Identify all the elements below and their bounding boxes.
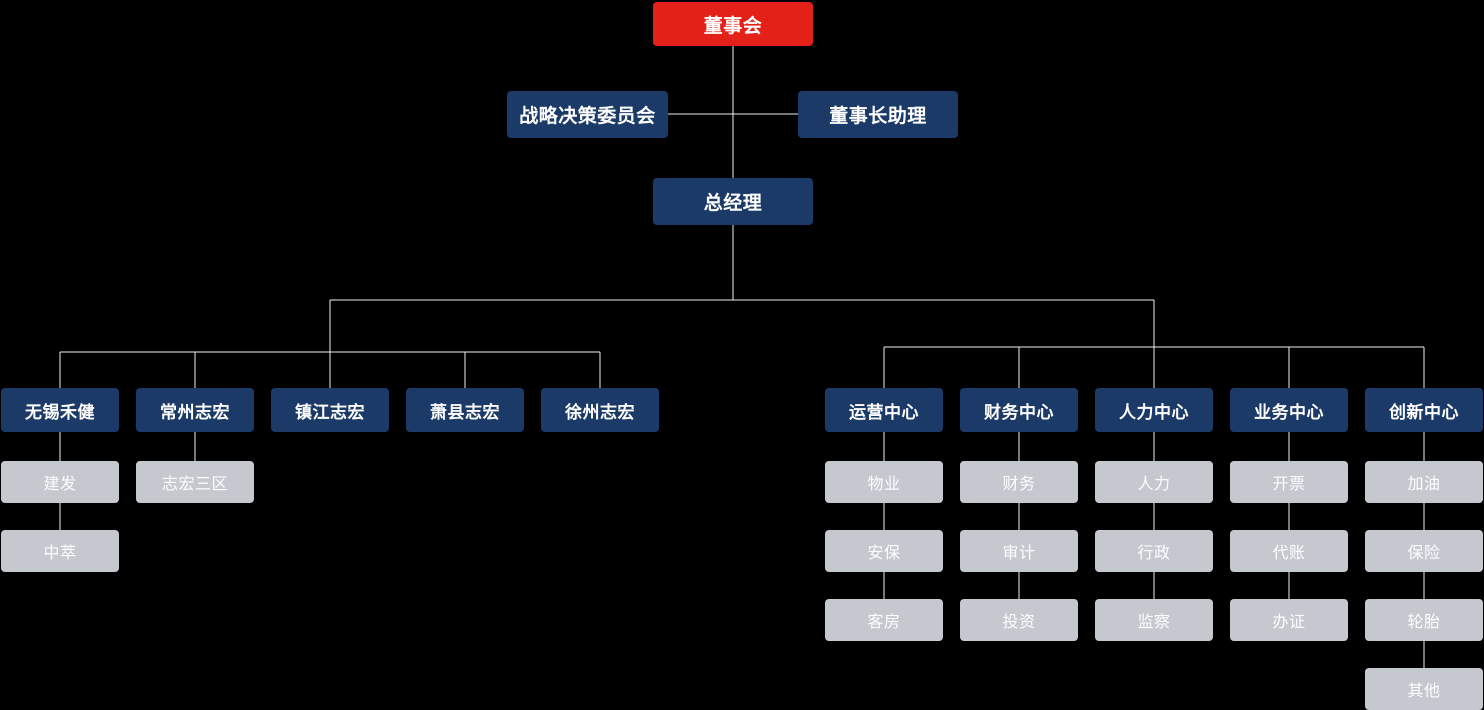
sub-node-right-1-2: 投资 (960, 599, 1078, 641)
dept-node-left-2: 镇江志宏 (271, 388, 389, 432)
dept-node-left-1: 常州志宏 (136, 388, 254, 432)
sub-node-right-2-2: 监察 (1095, 599, 1213, 641)
dept-node-right-0: 运营中心 (825, 388, 943, 432)
sub-node-right-3-2: 办证 (1230, 599, 1348, 641)
dept-node-right-2: 人力中心 (1095, 388, 1213, 432)
org-node-strategy-committee: 战略决策委员会 (507, 91, 668, 138)
sub-node-right-0-2: 客房 (825, 599, 943, 641)
sub-node-right-2-1: 行政 (1095, 530, 1213, 572)
sub-node-right-0-0: 物业 (825, 461, 943, 503)
org-node-chairman-assistant: 董事长助理 (798, 91, 958, 138)
dept-node-left-0: 无锡禾健 (1, 388, 119, 432)
sub-node-right-4-1: 保险 (1365, 530, 1483, 572)
sub-node-right-1-1: 审计 (960, 530, 1078, 572)
sub-node-right-3-0: 开票 (1230, 461, 1348, 503)
sub-node-right-2-0: 人力 (1095, 461, 1213, 503)
sub-node-left-1-0: 志宏三区 (136, 461, 254, 503)
dept-node-right-3: 业务中心 (1230, 388, 1348, 432)
org-node-board: 董事会 (653, 2, 813, 46)
sub-node-right-4-3: 其他 (1365, 668, 1483, 710)
sub-node-right-4-2: 轮胎 (1365, 599, 1483, 641)
org-node-general-manager: 总经理 (653, 178, 813, 225)
sub-node-right-3-1: 代账 (1230, 530, 1348, 572)
sub-node-left-0-0: 建发 (1, 461, 119, 503)
sub-node-right-1-0: 财务 (960, 461, 1078, 503)
sub-node-left-0-1: 中萃 (1, 530, 119, 572)
dept-node-left-4: 徐州志宏 (541, 388, 659, 432)
dept-node-right-4: 创新中心 (1365, 388, 1483, 432)
dept-node-left-3: 萧县志宏 (406, 388, 524, 432)
dept-node-right-1: 财务中心 (960, 388, 1078, 432)
sub-node-right-4-0: 加油 (1365, 461, 1483, 503)
sub-node-right-0-1: 安保 (825, 530, 943, 572)
